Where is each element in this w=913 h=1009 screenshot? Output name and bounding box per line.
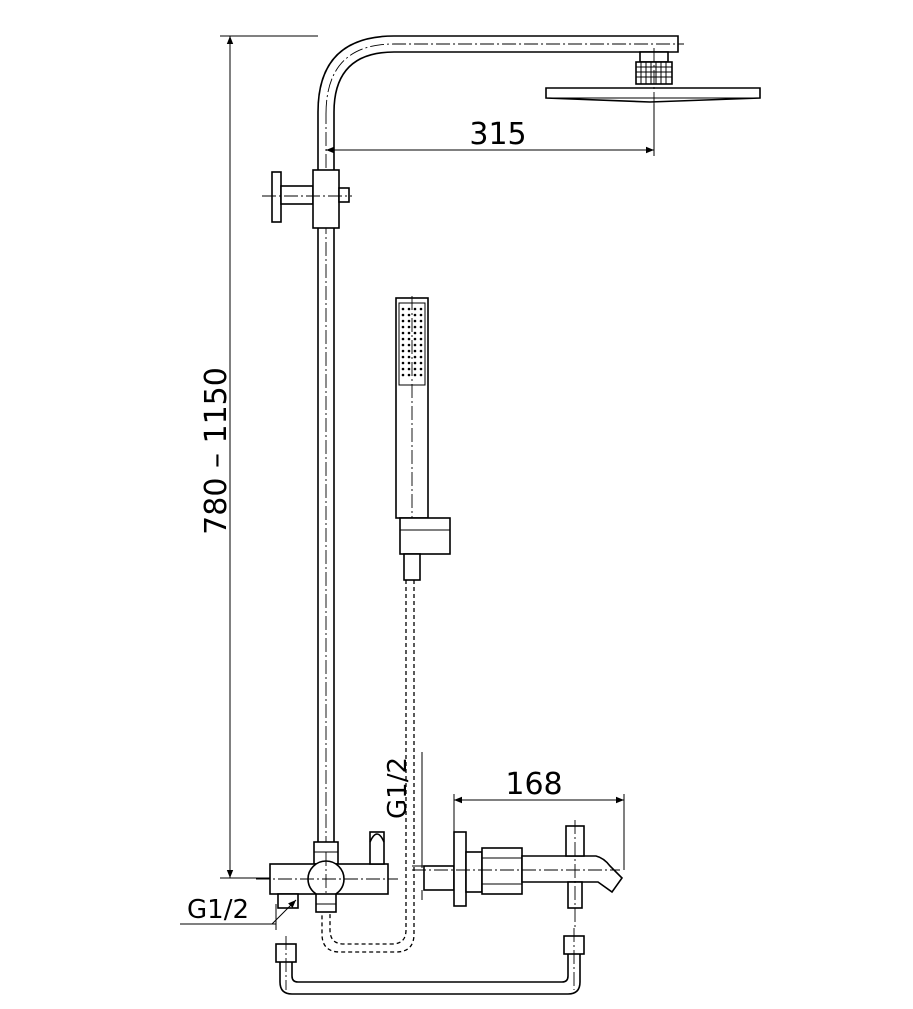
spray-nozzle-dot bbox=[413, 319, 417, 323]
dimension-reach: 315 bbox=[326, 104, 655, 156]
spray-nozzle-dot bbox=[419, 331, 423, 335]
spray-nozzle-dot bbox=[419, 355, 423, 359]
thread-side-label: G1/2 bbox=[383, 757, 413, 819]
dimension-780-1150-label: 780 – 1150 bbox=[199, 367, 234, 535]
spray-nozzle-dot bbox=[407, 313, 411, 317]
spray-nozzle-dot bbox=[413, 361, 417, 365]
spray-nozzle-dot bbox=[413, 325, 417, 329]
spray-nozzle-dot bbox=[407, 319, 411, 323]
spray-nozzle-dot bbox=[419, 325, 423, 329]
dimension-168-label: 168 bbox=[505, 767, 562, 802]
spray-nozzle-dot bbox=[407, 361, 411, 365]
spray-nozzle-dot bbox=[401, 361, 405, 365]
spray-nozzle-dot bbox=[419, 343, 423, 347]
spray-nozzle-dot bbox=[413, 343, 417, 347]
spray-nozzle-dot bbox=[407, 343, 411, 347]
hand-shower bbox=[395, 296, 451, 581]
spray-nozzle-dot bbox=[413, 331, 417, 335]
spray-nozzle-dot bbox=[401, 367, 405, 371]
dimension-315-label: 315 bbox=[469, 117, 526, 152]
dimension-height: 780 – 1150 bbox=[199, 35, 318, 879]
spray-nozzle-dot bbox=[401, 373, 405, 377]
rain-shower-head bbox=[545, 48, 761, 126]
spray-nozzle-dot bbox=[413, 367, 417, 371]
spray-nozzle-dot bbox=[401, 355, 405, 359]
handshower-holder bbox=[262, 169, 352, 229]
spray-nozzle-dot bbox=[401, 343, 405, 347]
spray-nozzle-dot bbox=[419, 373, 423, 377]
spray-nozzle-dot bbox=[401, 313, 405, 317]
bypass-pipe bbox=[275, 928, 585, 995]
spray-nozzle-dot bbox=[413, 355, 417, 359]
dimension-spout: 168 bbox=[453, 767, 625, 870]
spray-nozzle-dot bbox=[407, 349, 411, 353]
dimension-thread-rear: G1/2 bbox=[180, 895, 297, 930]
spray-nozzle-dot bbox=[401, 331, 405, 335]
spray-nozzle-dot bbox=[419, 361, 423, 365]
spray-nozzle-dot bbox=[413, 337, 417, 341]
spray-nozzle-dot bbox=[407, 373, 411, 377]
spray-nozzle-dot bbox=[413, 373, 417, 377]
spray-nozzle-dot bbox=[401, 349, 405, 353]
spray-nozzle-dot bbox=[419, 319, 423, 323]
spray-nozzle-dot bbox=[419, 367, 423, 371]
spray-nozzle-dot bbox=[413, 349, 417, 353]
diverter-body bbox=[256, 831, 398, 913]
spray-nozzle-dot bbox=[407, 367, 411, 371]
spray-nozzle-dot bbox=[401, 325, 405, 329]
riser-pipe bbox=[317, 35, 684, 850]
spray-nozzle-dot bbox=[419, 349, 423, 353]
dimension-thread-side: G1/2 bbox=[383, 752, 432, 900]
spray-nozzle-dot bbox=[419, 337, 423, 341]
spray-nozzle-dot bbox=[407, 307, 411, 311]
spray-nozzle-dot bbox=[401, 337, 405, 341]
spray-nozzle-dot bbox=[407, 325, 411, 329]
spray-nozzle-dot bbox=[401, 319, 405, 323]
spray-nozzle-dot bbox=[407, 337, 411, 341]
shower-hose bbox=[321, 580, 415, 953]
thread-rear-label: G1/2 bbox=[187, 895, 249, 925]
spray-nozzle-dot bbox=[413, 307, 417, 311]
spray-nozzle-dot bbox=[419, 313, 423, 317]
spray-nozzle-dot bbox=[413, 313, 417, 317]
spray-nozzle-dot bbox=[401, 307, 405, 311]
spray-nozzle-dot bbox=[407, 355, 411, 359]
spray-nozzle-dot bbox=[419, 307, 423, 311]
bath-mixer bbox=[412, 820, 624, 930]
spray-nozzle-dots bbox=[401, 307, 423, 377]
spray-nozzle-dot bbox=[407, 331, 411, 335]
